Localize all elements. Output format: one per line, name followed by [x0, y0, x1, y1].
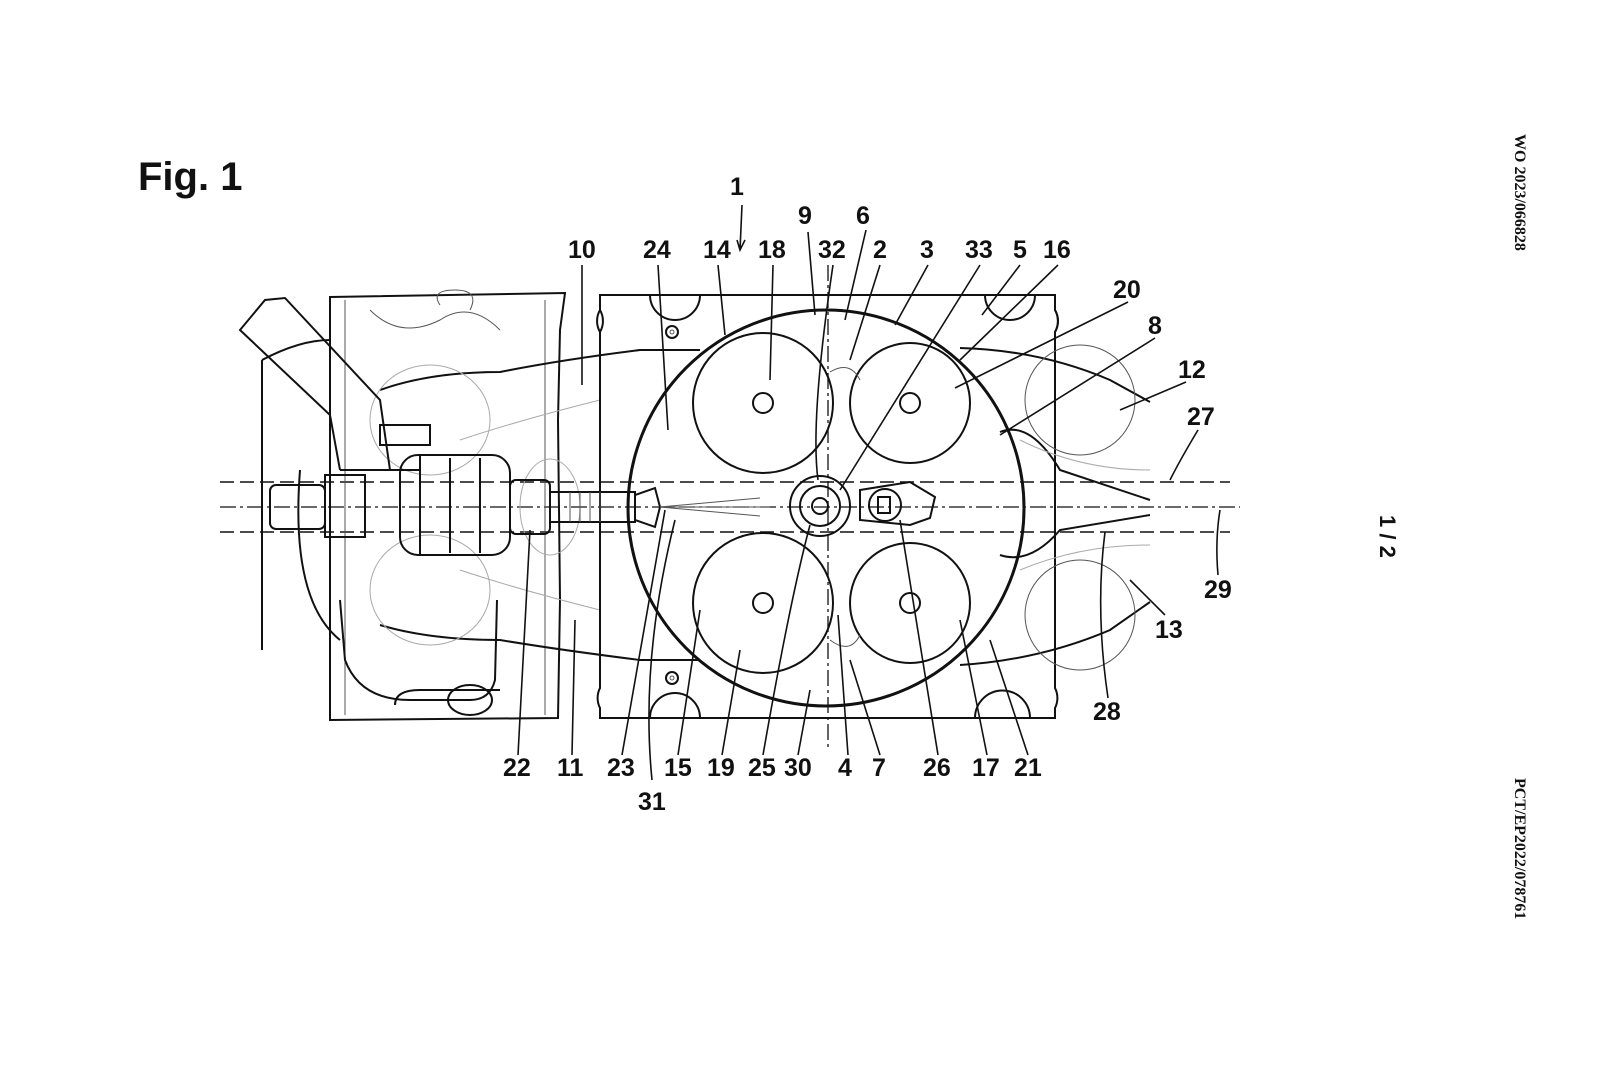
ref-label-19: 19: [707, 754, 735, 782]
ref-label-16: 16: [1043, 236, 1071, 264]
engine-block-outline: [261, 289, 567, 722]
ref-label-29: 29: [1204, 576, 1232, 604]
ref-label-18: 18: [758, 236, 786, 264]
ref-label-21: 21: [1014, 754, 1042, 782]
ref-label-9: 9: [798, 202, 812, 230]
ref-label-5: 5: [1013, 236, 1027, 264]
ref-label-14: 14: [703, 236, 731, 264]
reference-numerals: 1 9 6 10 24 14 18 32 2 3 33 5 16 20 8 12…: [503, 173, 1232, 816]
ref-label-23: 23: [607, 754, 635, 782]
ref-label-10: 10: [568, 236, 596, 264]
ref-label-24: 24: [643, 236, 671, 264]
injector-assembly: [238, 296, 770, 641]
ref-label-3: 3: [920, 236, 934, 264]
ref-label-17: 17: [972, 754, 1000, 782]
ref-label-30: 30: [784, 754, 812, 782]
ref-label-12: 12: [1178, 356, 1206, 384]
ref-label-31: 31: [638, 788, 666, 816]
ref-label-20: 20: [1113, 276, 1141, 304]
ref-label-22: 22: [503, 754, 531, 782]
ref-label-32: 32: [818, 236, 846, 264]
ref-label-6: 6: [856, 202, 870, 230]
intake-ports: [369, 349, 700, 661]
ref-label-11: 11: [557, 754, 584, 782]
ref-label-8: 8: [1148, 312, 1162, 340]
spark-plug: [789, 475, 937, 537]
figure-title: Fig. 1: [138, 155, 243, 199]
ref-label-1: 1: [730, 173, 744, 201]
ref-label-15: 15: [664, 754, 692, 782]
ref-label-33: 33: [965, 236, 993, 264]
ref-label-7: 7: [872, 754, 886, 782]
ref-label-28: 28: [1093, 698, 1121, 726]
ref-label-4: 4: [838, 754, 852, 782]
ref-label-25: 25: [748, 754, 776, 782]
leader-lines: [517, 204, 1221, 781]
ref-label-2: 2: [873, 236, 887, 264]
ref-label-13: 13: [1155, 616, 1183, 644]
ref-label-26: 26: [923, 754, 951, 782]
ref-label-27: 27: [1187, 403, 1215, 431]
valves: [692, 332, 971, 674]
axis-lines: [220, 265, 1240, 750]
